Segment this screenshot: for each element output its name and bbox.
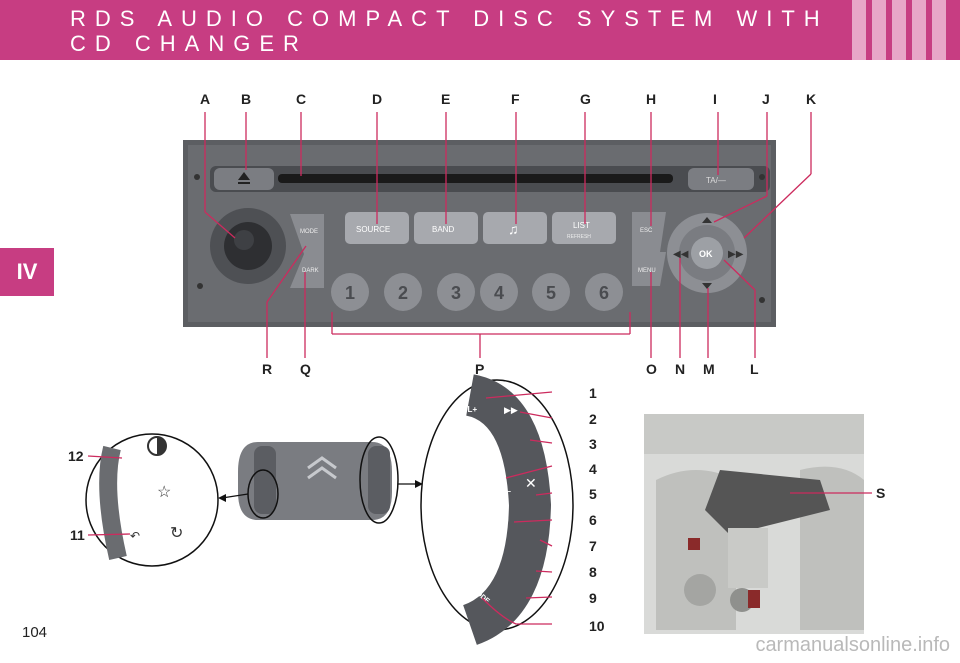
callout-j: J [762, 91, 770, 107]
band-button [414, 212, 478, 244]
callout-8: 8 [589, 564, 597, 580]
preset-label-2: 2 [398, 283, 408, 303]
callout-5: 5 [589, 486, 597, 502]
preset-label-3: 3 [451, 283, 461, 303]
svg-text:↶: ↶ [130, 529, 140, 543]
page-title: RDS AUDIO COMPACT DISC SYSTEM WITH CD CH… [70, 6, 829, 56]
svg-text:VOL+: VOL+ [456, 405, 477, 414]
right-arrow-icon: ▶▶ [728, 249, 744, 260]
preset-label-4: 4 [494, 283, 504, 303]
radio-callout-lines [204, 112, 812, 358]
dark-button [290, 254, 324, 288]
callout-3: 3 [589, 436, 597, 452]
callout-7: 7 [589, 538, 597, 554]
callout-o: O [646, 361, 657, 377]
watermark: carmanualsonline.info [755, 634, 950, 656]
svg-text:⌀: ⌀ [484, 543, 494, 560]
callout-1: 1 [589, 385, 597, 401]
callout-p: P [475, 361, 485, 377]
callout-d: D [372, 91, 383, 107]
callout-l: L [750, 361, 759, 377]
music-note-icon: ♫ [475, 442, 492, 467]
menu-button [632, 252, 666, 286]
preset-button-1[interactable] [331, 273, 369, 311]
callout-k: K [806, 91, 817, 107]
callout-10: 10 [589, 618, 605, 634]
preset-button-4[interactable] [480, 273, 518, 311]
svg-text:DARK: DARK [302, 268, 319, 274]
esc-button [632, 212, 666, 252]
preset-buttons: 1 2 3 4 5 6 [331, 273, 623, 311]
chapter-tab: IV [0, 248, 54, 296]
ok-button [691, 237, 723, 269]
svg-text:MODE: MODE [300, 229, 318, 235]
citroen-logo-icon [307, 456, 337, 480]
callout-f: F [511, 91, 520, 107]
callout-c: C [296, 91, 307, 107]
callout-a: A [200, 91, 211, 107]
preset-button-5[interactable] [532, 273, 570, 311]
preset-label-6: 6 [599, 283, 609, 303]
star-icon: ☆ [157, 484, 171, 501]
callout-12: 12 [68, 448, 84, 464]
title-line-1: RDS AUDIO COMPACT DISC SYSTEM WITH [70, 6, 829, 31]
svg-text:↻: ↻ [170, 525, 183, 542]
page-header: RDS AUDIO COMPACT DISC SYSTEM WITH CD CH… [0, 0, 960, 60]
svg-text:LIST: LIST [573, 221, 590, 230]
svg-text:OK: OK [699, 249, 713, 259]
audio-settings-button [483, 212, 547, 244]
callout-2: 2 [589, 411, 597, 427]
header-stripes [852, 0, 946, 60]
preset-button-2[interactable] [384, 273, 422, 311]
preset-label-1: 1 [345, 283, 355, 303]
list-button [552, 212, 616, 244]
svg-text:✕: ✕ [525, 475, 537, 491]
ta-label: TA/— [706, 176, 726, 185]
callout-g: G [580, 91, 591, 107]
callout-6: 6 [589, 512, 597, 528]
svg-text:MENU: MENU [488, 518, 509, 525]
svg-text:ESC: ESC [640, 228, 653, 234]
callout-i: I [713, 91, 717, 107]
title-line-2: CD CHANGER [70, 31, 308, 56]
svg-text:MENU: MENU [638, 268, 656, 274]
svg-text:VOL –: VOL – [488, 487, 512, 496]
callout-m: M [703, 361, 715, 377]
callout-e: E [441, 91, 451, 107]
svg-text:SOURCE: SOURCE [356, 225, 390, 234]
page-number: 104 [22, 624, 48, 641]
callout-r: R [262, 361, 273, 377]
svg-text:REFRESH: REFRESH [567, 234, 591, 240]
down-arrow-icon [702, 283, 712, 289]
callout-n: N [675, 361, 686, 377]
music-note-icon: ♫ [508, 221, 519, 237]
callout-4: 4 [589, 461, 597, 477]
preset-button-3[interactable] [437, 273, 475, 311]
callout-b: B [241, 91, 252, 107]
eject-icon [238, 172, 250, 180]
preset-label-5: 5 [546, 283, 556, 303]
svg-text:BAND: BAND [432, 225, 454, 234]
svg-text:▶▶: ▶▶ [504, 405, 518, 415]
callout-q: Q [300, 361, 311, 377]
callout-9: 9 [589, 590, 597, 606]
cd-changer-unit [705, 470, 830, 535]
steering-control-unit [238, 442, 392, 520]
ta-button [688, 168, 754, 190]
callout-s: S [876, 485, 886, 501]
mode-button [290, 214, 324, 254]
left-arrow-icon: ◀◀ [673, 249, 689, 260]
up-arrow-icon [702, 217, 712, 223]
steering-callout-lines [87, 391, 553, 625]
preset-button-6[interactable] [585, 273, 623, 311]
callout-h: H [646, 91, 657, 107]
callout-11: 11 [70, 527, 85, 543]
source-button [345, 212, 409, 244]
